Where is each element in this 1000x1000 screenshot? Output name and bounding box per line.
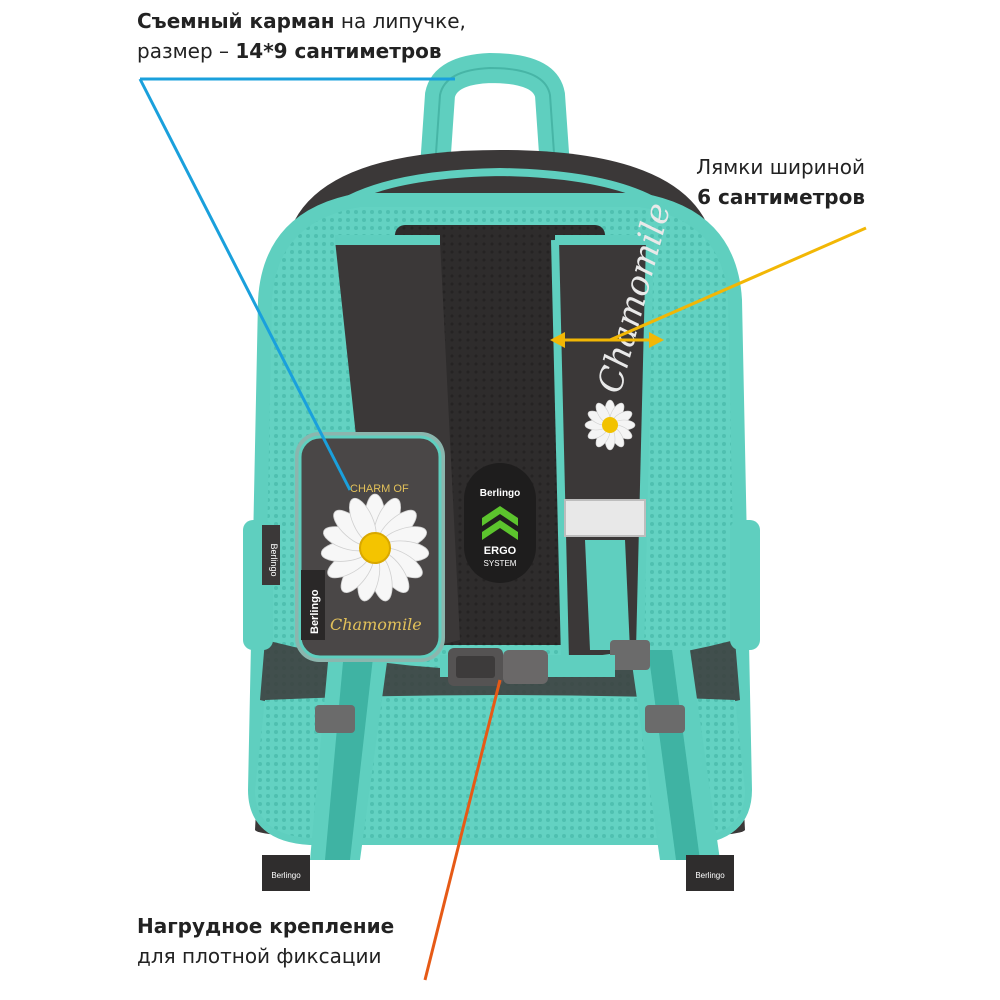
strap-width-arrow-right (649, 332, 664, 348)
strap-width-callout-line (609, 226, 867, 342)
daisy-emblem-strap (584, 399, 636, 451)
top-handle (415, 52, 575, 255)
straps-label-bold: 6 сантиметров (697, 185, 865, 209)
strap-buckle-left (315, 705, 355, 733)
detachable-pocket: CHARM OF Chamomile (295, 432, 445, 662)
svg-text:Berlingo: Berlingo (269, 543, 279, 576)
svg-text:SYSTEM: SYSTEM (484, 559, 517, 568)
pocket-callout-label: Съемный карман на липучке, размер – 14*9… (137, 6, 466, 66)
daisy-emblem-pocket (320, 493, 430, 602)
svg-text:Berlingo: Berlingo (309, 589, 321, 634)
strap-width-arrow-left (550, 332, 565, 348)
strap-end-left: Berlingo (262, 855, 310, 891)
svg-text:ERGO: ERGO (484, 545, 517, 557)
svg-text:Berlingo: Berlingo (480, 488, 521, 499)
chest-strap (440, 648, 615, 686)
side-label: Berlingo (262, 525, 280, 585)
svg-text:Chamomile: Chamomile (330, 615, 422, 634)
pocket-label-text-2: размер – (137, 39, 236, 63)
chest-label-text: для плотной фиксации (137, 944, 382, 968)
svg-text:Berlingo: Berlingo (695, 871, 725, 880)
right-shoulder-strap: Chamomile (551, 199, 720, 860)
svg-text:CHARM OF: CHARM OF (350, 483, 409, 495)
pocket-callout-pointer (138, 78, 352, 491)
pocket-label-bold-2: 14*9 сантиметров (235, 39, 442, 63)
ergo-system-badge: Berlingo ERGO SYSTEM (464, 463, 536, 583)
side-pocket-right (730, 520, 760, 650)
straps-callout-label: Лямки шириной 6 сантиметров (696, 152, 865, 212)
pocket-label-text-1: на липучке, (334, 9, 466, 33)
strap-buckle-right (610, 640, 650, 670)
chest-callout-pointer (423, 679, 502, 981)
svg-text:Berlingo: Berlingo (271, 871, 301, 880)
strap-buckle-right-lower (645, 705, 685, 733)
pocket-label-bold-1: Съемный карман (137, 9, 335, 33)
chest-callout-label: Нагрудное крепление для плотной фиксации (137, 911, 394, 971)
reflective-strip (564, 499, 646, 537)
chest-label-bold: Нагрудное крепление (137, 914, 395, 938)
strap-end-right: Berlingo (686, 855, 734, 891)
straps-label-text: Лямки шириной (696, 155, 865, 179)
